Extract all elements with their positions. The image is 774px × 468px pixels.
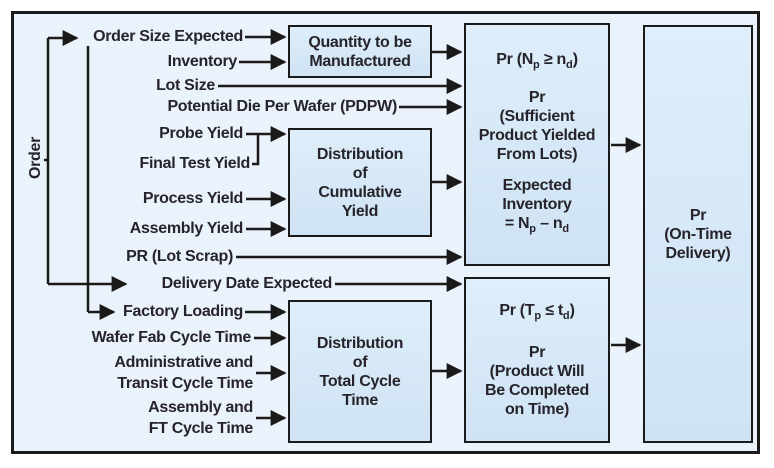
box-distribution-total-cycle-time: Distribution of Total Cycle Time xyxy=(288,300,432,443)
final-test-merge-bracket xyxy=(252,134,260,166)
label-factory-loading: Factory Loading xyxy=(123,303,243,320)
completed-on-time-text: Pr (Product Will Be Completed on Time) xyxy=(485,343,589,418)
label-probe-yield: Probe Yield xyxy=(159,125,243,142)
box-quantity-to-be-manufactured: Quantity to be Manufactured xyxy=(288,25,432,78)
order-side-label: Order xyxy=(27,136,44,180)
label-admin-transit-cycle-time: Administrative and Transit Cycle Time xyxy=(114,354,253,392)
cumulative-yield-box-text: Distribution of Cumulative Yield xyxy=(316,145,404,220)
label-wafer-fab-cycle-time: Wafer Fab Cycle Time xyxy=(91,329,252,346)
label-order-size-expected: Order Size Expected xyxy=(93,28,243,45)
label-lot-size: Lot Size xyxy=(156,77,215,94)
box-pr-sufficient-product: Pr (Np ≥ nd) Pr (Sufficient Product Yiel… xyxy=(464,23,610,266)
label-pr-lot-scrap: PR (Lot Scrap) xyxy=(126,248,233,265)
sufficient-product-text: Pr (Sufficient Product Yielded From Lots… xyxy=(478,88,596,163)
label-assembly-ft-cycle-time: Assembly and FT Cycle Time xyxy=(148,399,253,437)
formula-tp-le-td: Pr (Tp ≤ td) xyxy=(499,302,575,323)
label-assembly-yield: Assembly Yield xyxy=(129,220,244,237)
label-process-yield: Process Yield xyxy=(142,190,243,207)
box-pr-on-time-delivery: Pr (On-Time Delivery) xyxy=(643,25,753,443)
label-inventory: Inventory xyxy=(167,53,238,70)
label-delivery-date-expected: Delivery Date Expected xyxy=(161,275,333,292)
total-cycle-box-text: Distribution of Total Cycle Time xyxy=(316,334,404,409)
label-pdpw: Potential Die Per Wafer (PDPW) xyxy=(167,98,397,115)
on-time-delivery-text: Pr (On-Time Delivery) xyxy=(664,206,732,262)
label-final-test-yield: Final Test Yield xyxy=(139,155,251,172)
quantity-box-text: Quantity to be Manufactured xyxy=(308,33,412,70)
box-distribution-cumulative-yield: Distribution of Cumulative Yield xyxy=(288,128,432,237)
box-pr-completed-on-time: Pr (Tp ≤ td) Pr (Product Will Be Complet… xyxy=(464,277,610,443)
formula-np-ge-nd: Pr (Np ≥ nd) xyxy=(496,51,578,72)
